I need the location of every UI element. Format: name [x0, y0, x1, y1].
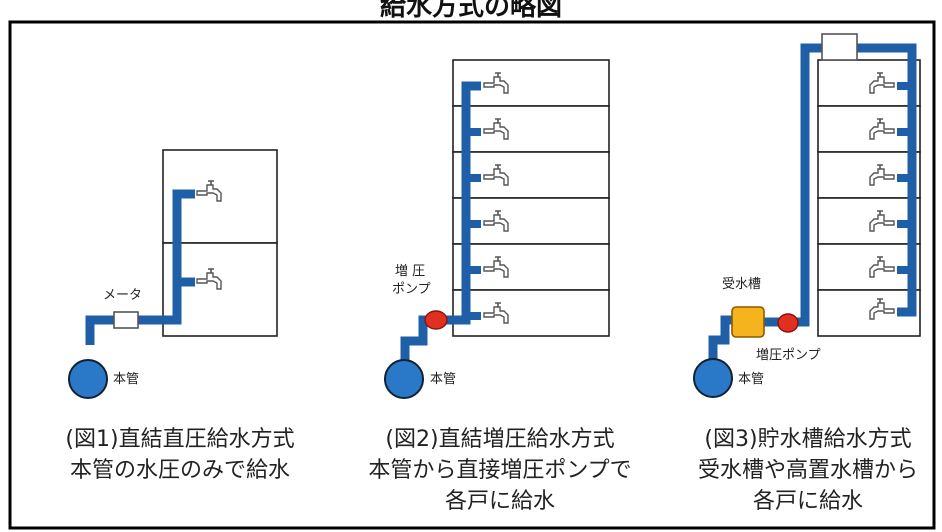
main-pipe-icon [384, 359, 424, 399]
fig1-supply-pipe [138, 189, 195, 325]
main-pipe-icon [68, 359, 108, 399]
booster-pump-icon [424, 310, 448, 330]
receiving-tank-icon [731, 306, 765, 338]
fig1-caption-line1: (図1)直結直圧給水方式 [65, 427, 295, 452]
fig1-caption: (図1)直結直圧給水方式 本管の水圧のみで給水 [40, 424, 320, 486]
fig2-pump-label-line1: 増 圧 [395, 264, 426, 279]
fig3-branch-pipes [897, 82, 912, 274]
fig2-caption-line1: (図2)直結増圧給水方式 [385, 427, 615, 452]
fig3-caption: (図3)貯水槽給水方式 受水槽や高置水槽から 各戸に給水 [686, 424, 930, 517]
main-pipe-icon [693, 358, 733, 398]
fig1-diagram [68, 149, 278, 399]
fig3-pump-label: 増圧ポンプ [756, 348, 821, 363]
fig3-tank-label: 受水槽 [722, 277, 762, 292]
fig3-caption-line2: 受水槽や高置水槽から [697, 458, 918, 483]
fig3-riser-pipe [797, 43, 822, 327]
fig1-caption-line2: 本管の水圧のみで給水 [69, 458, 290, 483]
fig3-floor-4 [817, 151, 921, 199]
elevated-tank-icon [821, 33, 858, 61]
fig1-main-riser [85, 315, 114, 345]
fig2-caption-line3: 各戸に給水 [444, 489, 555, 514]
fig2-branch-pipes [466, 128, 481, 320]
fig2-main-label: 本管 [430, 372, 457, 387]
fig2-supply-pipe [443, 81, 481, 325]
fig2-caption-line2: 本管から直接増圧ポンプで [368, 458, 632, 483]
outer-frame [8, 20, 936, 530]
fig3-diagram [693, 33, 921, 398]
fig2-pump-label-line2: ポンプ [392, 282, 431, 297]
booster-pump-icon [777, 313, 799, 333]
fig2-diagram [384, 59, 610, 399]
fig1-meter-label: メータ [103, 288, 143, 303]
water-meter-icon [113, 311, 139, 329]
fig1-main-label: 本管 [113, 372, 140, 387]
fig2-caption: (図2)直結増圧給水方式 本管から直接増圧ポンプで 各戸に給水 [355, 424, 645, 517]
fig3-caption-line3: 各戸に給水 [752, 489, 863, 514]
fig3-main-label: 本管 [738, 372, 765, 387]
diagram-title: 給水方式の略図 [379, 0, 562, 22]
fig3-main-riser [708, 315, 732, 360]
fig3-caption-line1: (図3)貯水槽給水方式 [704, 427, 912, 452]
